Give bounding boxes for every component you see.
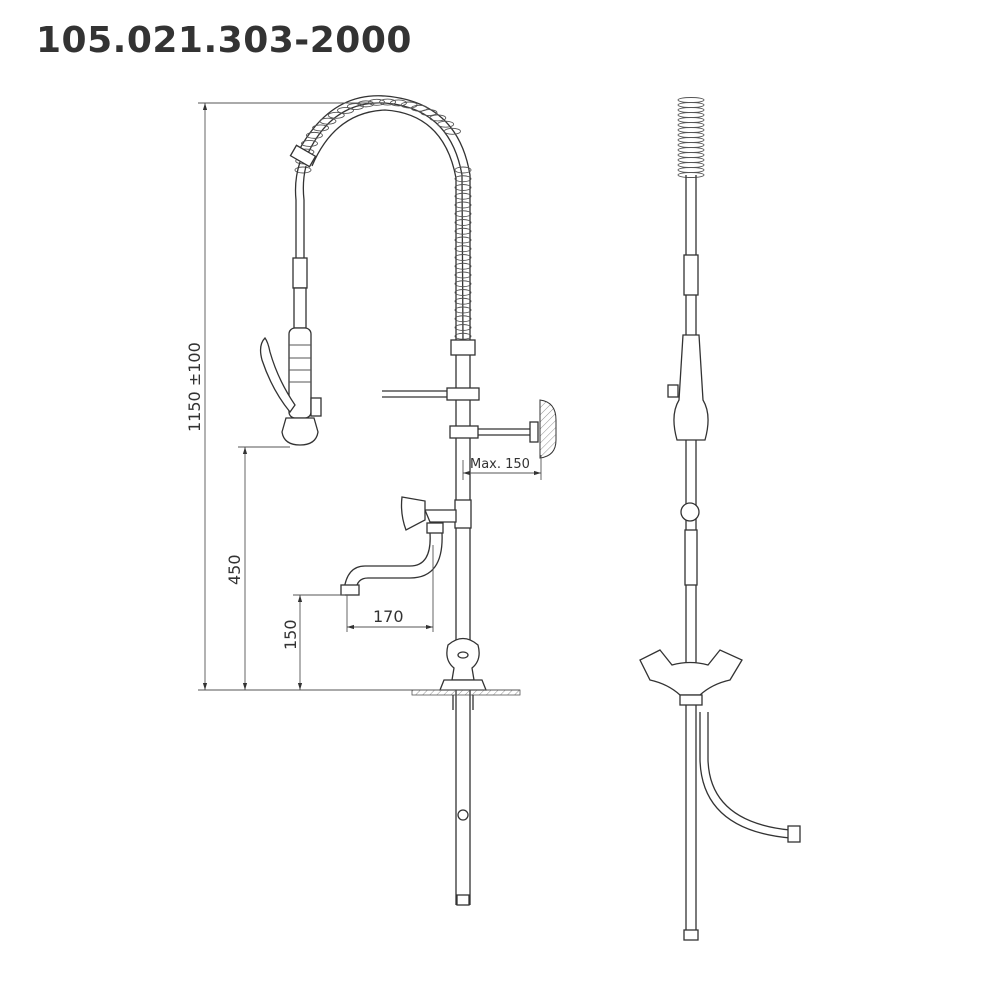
- spring-winding: [677, 112, 705, 118]
- spring-winding: [677, 167, 705, 173]
- spring-winding: [454, 289, 472, 296]
- wall-bracket: [478, 428, 532, 436]
- spring-winding: [454, 280, 472, 288]
- shower-head-top: [289, 144, 317, 168]
- product-code-title: 105.021.303-2000: [36, 20, 412, 61]
- spring-winding: [312, 124, 330, 132]
- spring-winding: [454, 271, 472, 279]
- spring-winding: [357, 100, 375, 108]
- spring-winding: [454, 201, 472, 209]
- side-spray-valve: [673, 334, 709, 441]
- spring-winding: [454, 262, 472, 270]
- dim-spout-height: 150: [281, 619, 300, 650]
- spring-winding: [677, 172, 705, 178]
- spring-winding: [677, 122, 705, 128]
- side-base-valve: [639, 649, 743, 696]
- dim-total-height: 1150 ±100: [185, 342, 204, 432]
- spring-winding: [437, 120, 455, 128]
- pipe-fitting: [457, 809, 469, 821]
- spring-coil: [304, 102, 464, 346]
- spring-winding: [677, 132, 705, 138]
- spring-winding: [294, 166, 312, 174]
- spring-winding: [454, 332, 472, 340]
- spring-winding: [454, 324, 472, 331]
- spring-winding: [454, 306, 472, 314]
- spring-winding: [677, 102, 705, 108]
- dim-spout-reach: 170: [373, 607, 404, 626]
- spout: [343, 532, 443, 591]
- dim-shower-height: 450: [225, 554, 244, 585]
- spring-winding: [319, 117, 337, 125]
- spring-winding: [454, 219, 472, 226]
- spring-winding: [677, 147, 705, 153]
- spring-winding: [368, 98, 386, 106]
- spring-winding: [444, 127, 461, 135]
- dim-wall-distance: Max. 150: [470, 457, 530, 472]
- spring-winding: [454, 210, 472, 218]
- dimension-lines: 1150 ±100 450 150 170 Max. 150: [185, 102, 542, 691]
- spring-winding: [677, 162, 705, 168]
- spring-winding: [454, 192, 472, 200]
- spring-winding: [677, 127, 705, 133]
- spring-winding: [454, 297, 472, 305]
- spring-winding: [454, 184, 472, 191]
- spring-winding: [677, 107, 705, 113]
- spray-lever: [259, 337, 296, 414]
- wall-hatch: [539, 399, 557, 459]
- spring-winding: [337, 106, 354, 114]
- spring-winding: [379, 98, 397, 106]
- spring-winding: [454, 245, 472, 253]
- hook-arm: [382, 390, 447, 398]
- spring-winding: [454, 175, 472, 183]
- spring-winding: [454, 236, 472, 244]
- side-supply-hose: [699, 712, 791, 839]
- spring-winding: [420, 109, 438, 117]
- spring-windings: [294, 98, 472, 349]
- spring-winding: [454, 315, 472, 323]
- spring-winding: [677, 157, 705, 163]
- spring-winding: [327, 111, 345, 119]
- spring-winding: [454, 227, 472, 235]
- spring-winding: [429, 114, 447, 122]
- spring-winding: [305, 131, 323, 139]
- spring-winding: [677, 137, 705, 143]
- spring-winding: [390, 99, 407, 107]
- spring-winding: [677, 142, 705, 148]
- spring-winding: [454, 254, 472, 261]
- side-spout-knob: [680, 502, 700, 522]
- side-spring-windings: [677, 97, 705, 178]
- spring-winding: [301, 140, 318, 147]
- spring-winding: [677, 117, 705, 123]
- front-view: [259, 95, 557, 906]
- base-valve: [446, 637, 480, 681]
- spring-winding: [454, 166, 472, 174]
- spring-winding: [410, 104, 428, 112]
- side-view: [639, 97, 801, 941]
- spring-winding: [677, 152, 705, 158]
- counter-top: [411, 689, 521, 696]
- spout-handle: [400, 496, 426, 531]
- spring-winding: [677, 97, 705, 103]
